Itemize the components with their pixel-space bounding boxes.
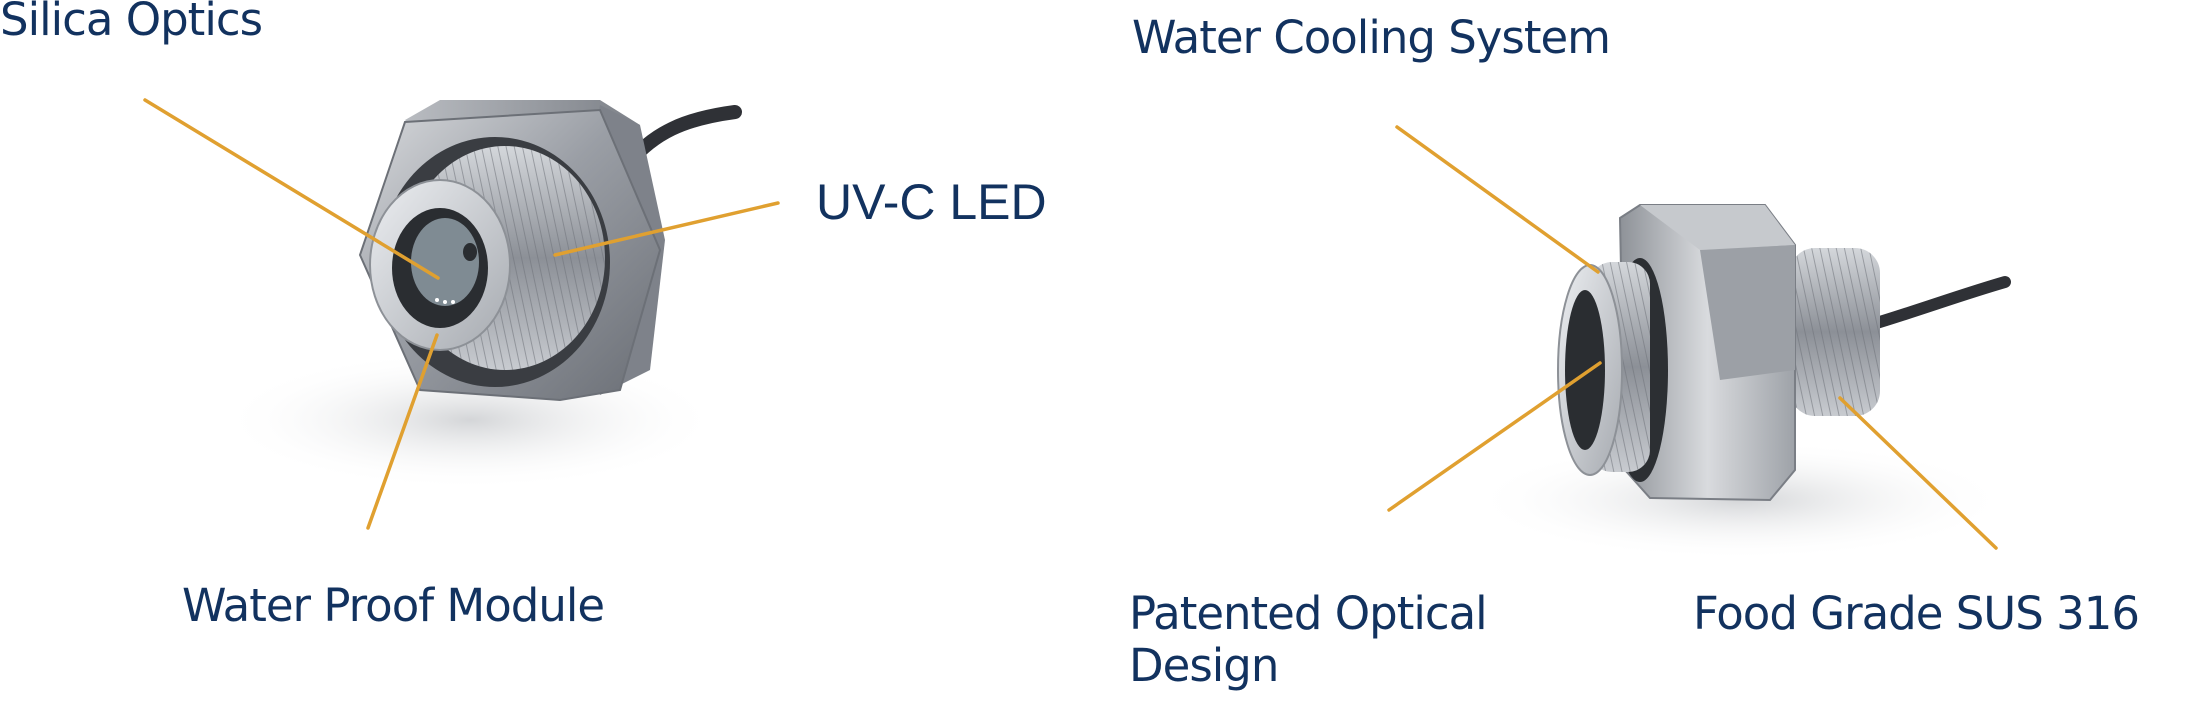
leader-line-water-cooling-system bbox=[1395, 125, 1600, 274]
callout-label-food-grade-sus316: Food Grade SUS 316 bbox=[1693, 587, 2140, 640]
callout-label-silica-optics: Silica Optics bbox=[0, 0, 263, 46]
callout-label-water-cooling-system: Water Cooling System bbox=[1132, 11, 1611, 64]
leader-line-patented-optical-design bbox=[1387, 361, 1602, 512]
callout-label-patented-optical-design: Patented Optical Design bbox=[1129, 587, 1488, 692]
leader-line-water-proof-module bbox=[366, 333, 439, 530]
leader-line-food-grade-sus316 bbox=[1838, 396, 1998, 550]
callout-label-uvc-led: UV-C LED bbox=[816, 174, 1047, 230]
leader-line-uvc-led bbox=[553, 201, 780, 257]
left-product-image bbox=[220, 100, 742, 490]
right-product-image bbox=[1470, 204, 2011, 560]
leader-line-silica-optics bbox=[143, 98, 440, 280]
callout-label-water-proof-module: Water Proof Module bbox=[182, 579, 605, 632]
